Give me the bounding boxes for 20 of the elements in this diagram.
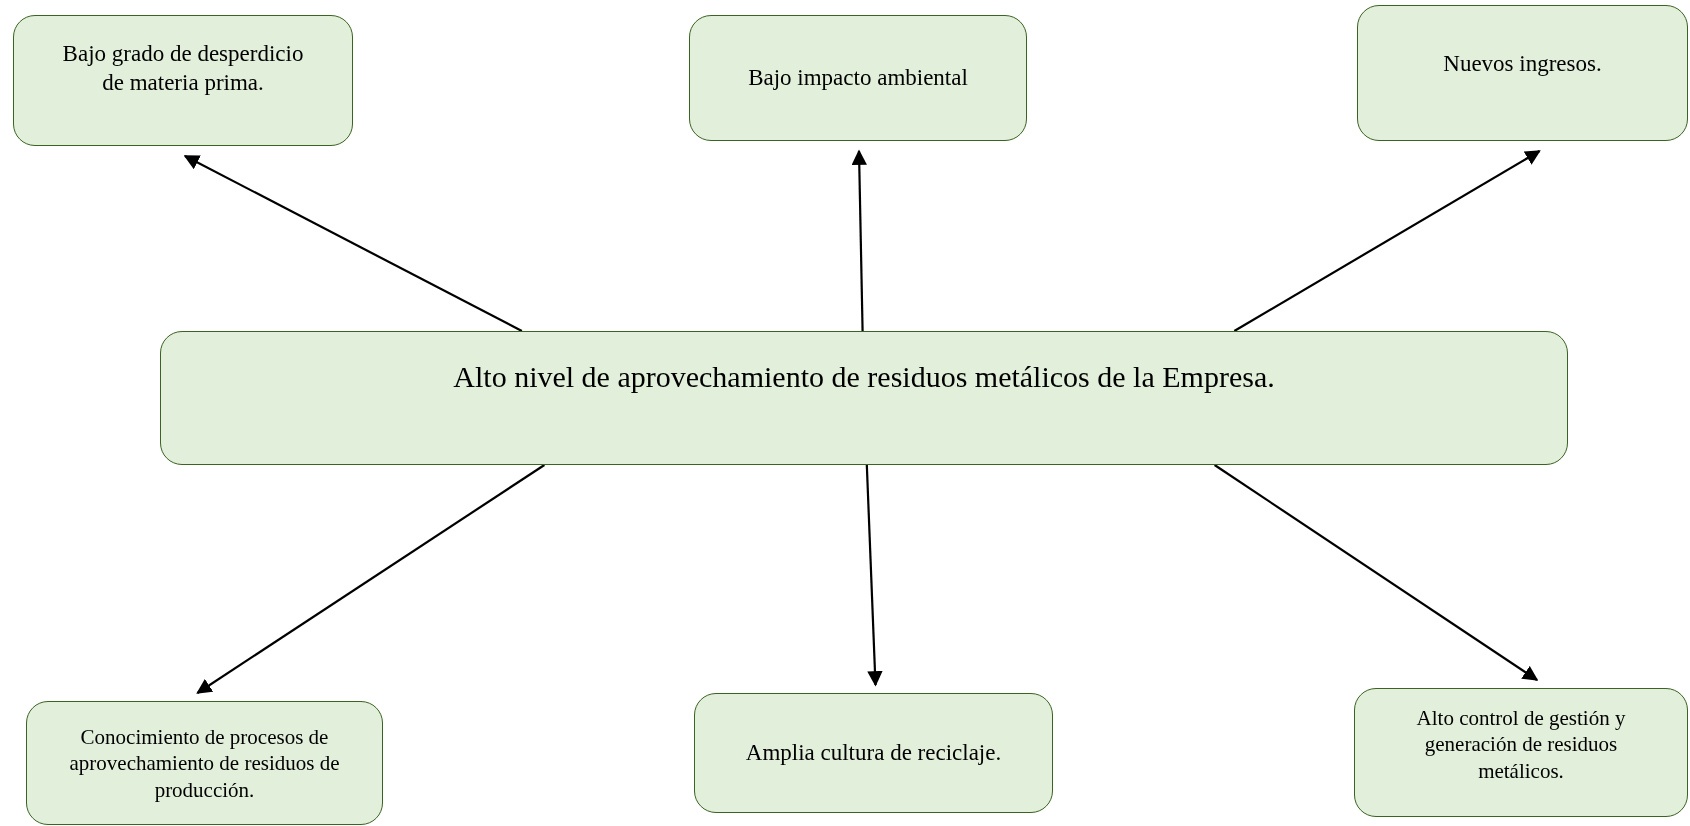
arrow bbox=[865, 464, 883, 687]
rounded-box bbox=[1357, 5, 1688, 141]
arrow bbox=[1233, 150, 1541, 332]
arrow bbox=[183, 155, 523, 332]
node-text: Bajo grado de desperdicio de materia prima. bbox=[61, 40, 305, 97]
central-box bbox=[160, 331, 1568, 465]
rounded-box bbox=[26, 701, 383, 825]
node-text: Bajo impacto ambiental bbox=[748, 63, 968, 92]
node-text: Conocimiento de procesos de aprovechamiento de residuos de producción. bbox=[69, 724, 340, 803]
arrow bbox=[1214, 464, 1539, 681]
rounded-box bbox=[694, 693, 1053, 813]
rounded-box bbox=[1354, 688, 1688, 817]
arrow bbox=[851, 149, 867, 332]
node-text: Nuevos ingresos. bbox=[1443, 50, 1602, 78]
node-text: Alto control de gestión y generación de residuos metálicos. bbox=[1415, 705, 1627, 784]
rounded-box bbox=[13, 15, 353, 146]
rounded-box bbox=[689, 15, 1027, 141]
node-text: Alto nivel de aprovechamiento de residuos metálicos de la Empresa. bbox=[453, 359, 1275, 395]
node-text: Amplia cultura de reciclaje. bbox=[745, 738, 1002, 767]
arrow bbox=[196, 464, 545, 694]
